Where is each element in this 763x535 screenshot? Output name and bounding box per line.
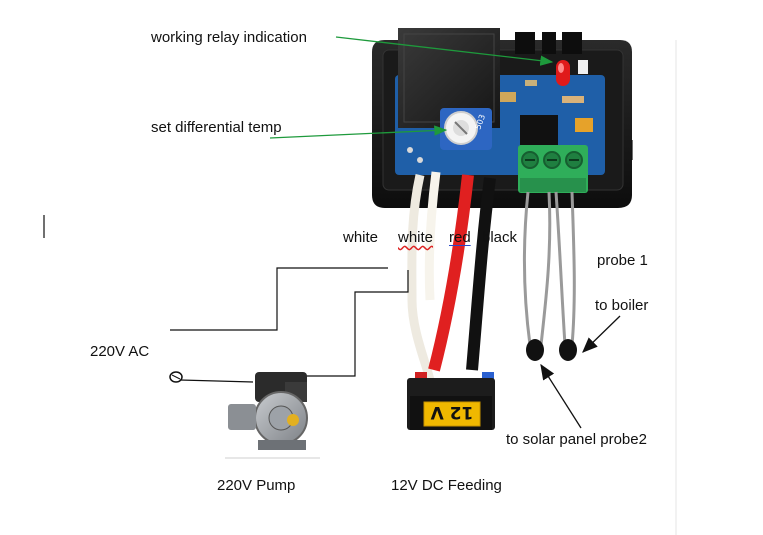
ac-label: 220V AC <box>90 343 150 360</box>
to-boiler-label: to boiler <box>595 297 649 314</box>
to-solar-label: to solar panel probe2 <box>506 431 647 448</box>
boiler-arrow <box>582 315 621 353</box>
wire-label-white-2: white <box>398 229 434 246</box>
ic-chip <box>520 115 558 145</box>
relay-label: working relay indication <box>151 29 307 46</box>
ac-wiring-lines <box>170 267 409 383</box>
wire-label-red: red <box>449 229 471 246</box>
terminal-block <box>518 145 588 193</box>
solar-arrow <box>540 363 582 429</box>
ac-plug-icon <box>169 371 183 383</box>
power-wires <box>407 171 496 382</box>
potentiometer: 503 <box>440 108 492 150</box>
differential-label: set differential temp <box>151 119 282 136</box>
battery-image <box>407 372 495 430</box>
relay-led <box>556 60 588 86</box>
dc-label: 12V DC Feeding <box>391 477 502 494</box>
probe-wires <box>522 191 577 361</box>
relay-arrow <box>335 36 554 66</box>
probe1-label: probe 1 <box>597 252 648 269</box>
wire-label-black: black <box>482 229 518 246</box>
pump-label: 220V Pump <box>217 477 296 494</box>
wire-label-white-1: white <box>343 229 379 246</box>
probe-sensor-1 <box>559 339 577 361</box>
differential-arrow <box>269 125 448 139</box>
battery-face-label: 12 V <box>430 402 474 422</box>
probe-sensor-2 <box>526 339 544 361</box>
pump-image <box>225 372 320 459</box>
